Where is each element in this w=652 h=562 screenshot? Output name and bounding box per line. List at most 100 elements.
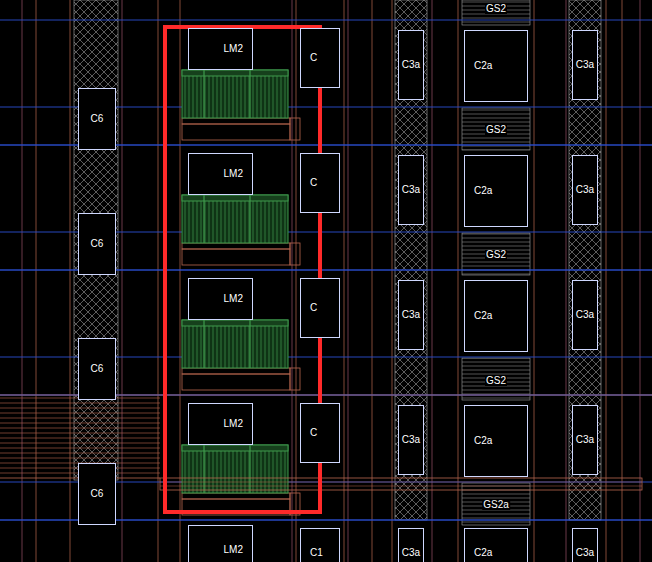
podium-line [0,403,160,404]
podium-line [0,418,160,419]
highlight-frame [165,27,320,512]
window-code: C6 [90,364,105,374]
slab-edge [182,243,290,249]
balcony-railing [182,70,288,118]
window-code: C [309,303,318,313]
podium-line [160,482,642,483]
podium-line [0,458,160,459]
podium-band [160,478,642,490]
window-code: C3a [401,548,421,558]
podium-line [0,428,160,429]
window-code: C [309,53,318,63]
level-line [0,20,652,21]
window-box: C3a [398,30,424,100]
window-box: C [300,28,340,88]
slab-edge [182,374,290,390]
railing-post [249,195,250,243]
window-code: C3a [575,310,595,320]
window-box: C3a [398,280,424,350]
window-code: C6 [90,489,105,499]
window-code: C2a [473,186,493,196]
balcony-railing [182,195,288,243]
window-box: C6 [78,463,116,525]
window-box: C2a [464,280,528,352]
window-code: C3a [575,185,595,195]
railing-post [249,320,250,368]
podium-line [0,443,160,444]
window-code: C3a [401,435,421,445]
window-code: LM2 [223,419,244,429]
window-box: C3a [398,405,424,475]
window-code: C6 [90,239,105,249]
window-code: LM2 [223,294,244,304]
window-code: C1 [309,548,324,558]
window-code: C2a [473,436,493,446]
window-code: C2a [473,548,493,558]
hatched-panel [395,0,427,520]
window-box: C3a [398,528,424,562]
window-box: C6 [78,338,116,400]
railing-top [182,195,288,201]
window-box: C6 [78,213,116,275]
window-box: C [300,278,340,338]
window-code: C2a [473,311,493,321]
window-box: LM2 [188,525,253,562]
railing-post [249,70,250,118]
window-box: LM2 [188,28,253,70]
ledge [290,118,300,140]
window-box: LM2 [188,153,253,195]
window-code: LM2 [223,44,244,54]
podium-line [0,438,160,439]
railing-post [203,195,204,243]
slab-edge [182,249,290,265]
window-box: C3a [572,280,598,350]
window-box: C [300,403,340,463]
window-code: C [309,428,318,438]
slab-edge [182,368,290,374]
window-box: C3a [572,528,598,562]
window-code: C3a [401,310,421,320]
window-code: C3a [575,60,595,70]
podium-line [0,433,160,434]
railing-post [203,320,204,368]
window-box: C2a [464,30,528,102]
podium-line [0,423,160,424]
window-box: C2a [464,405,528,477]
window-code: LM2 [223,545,244,555]
hatched-panel [569,0,601,520]
railing-top [182,70,288,76]
window-code: LM2 [223,169,244,179]
louver-band [462,108,530,150]
window-code: C [309,178,318,188]
railing-top [182,320,288,326]
podium-line [0,448,160,449]
window-box: C1 [300,528,340,562]
louver-band [462,483,530,525]
window-box: C3a [572,405,598,475]
podium-line [160,486,642,487]
railing-post [203,70,204,118]
balcony-railing [182,320,288,368]
window-box: C3a [572,30,598,100]
slab-edge [182,124,290,140]
window-box: LM2 [188,403,253,445]
window-box: C6 [78,88,116,150]
window-box: LM2 [188,278,253,320]
slab-edge [182,493,290,499]
window-code: C3a [575,435,595,445]
louver-band [462,358,530,400]
band-code: GS2 [485,376,507,386]
louver-band [462,233,530,275]
window-box: C2a [464,528,528,562]
podium-line [0,413,160,414]
louver-band [462,0,530,25]
window-box: C2a [464,155,528,227]
window-code: C2a [473,61,493,71]
band-code: GS2 [485,250,507,260]
ledge [290,243,300,265]
ledge [290,368,300,390]
slab-edge [182,118,290,124]
window-code: C6 [90,114,105,124]
